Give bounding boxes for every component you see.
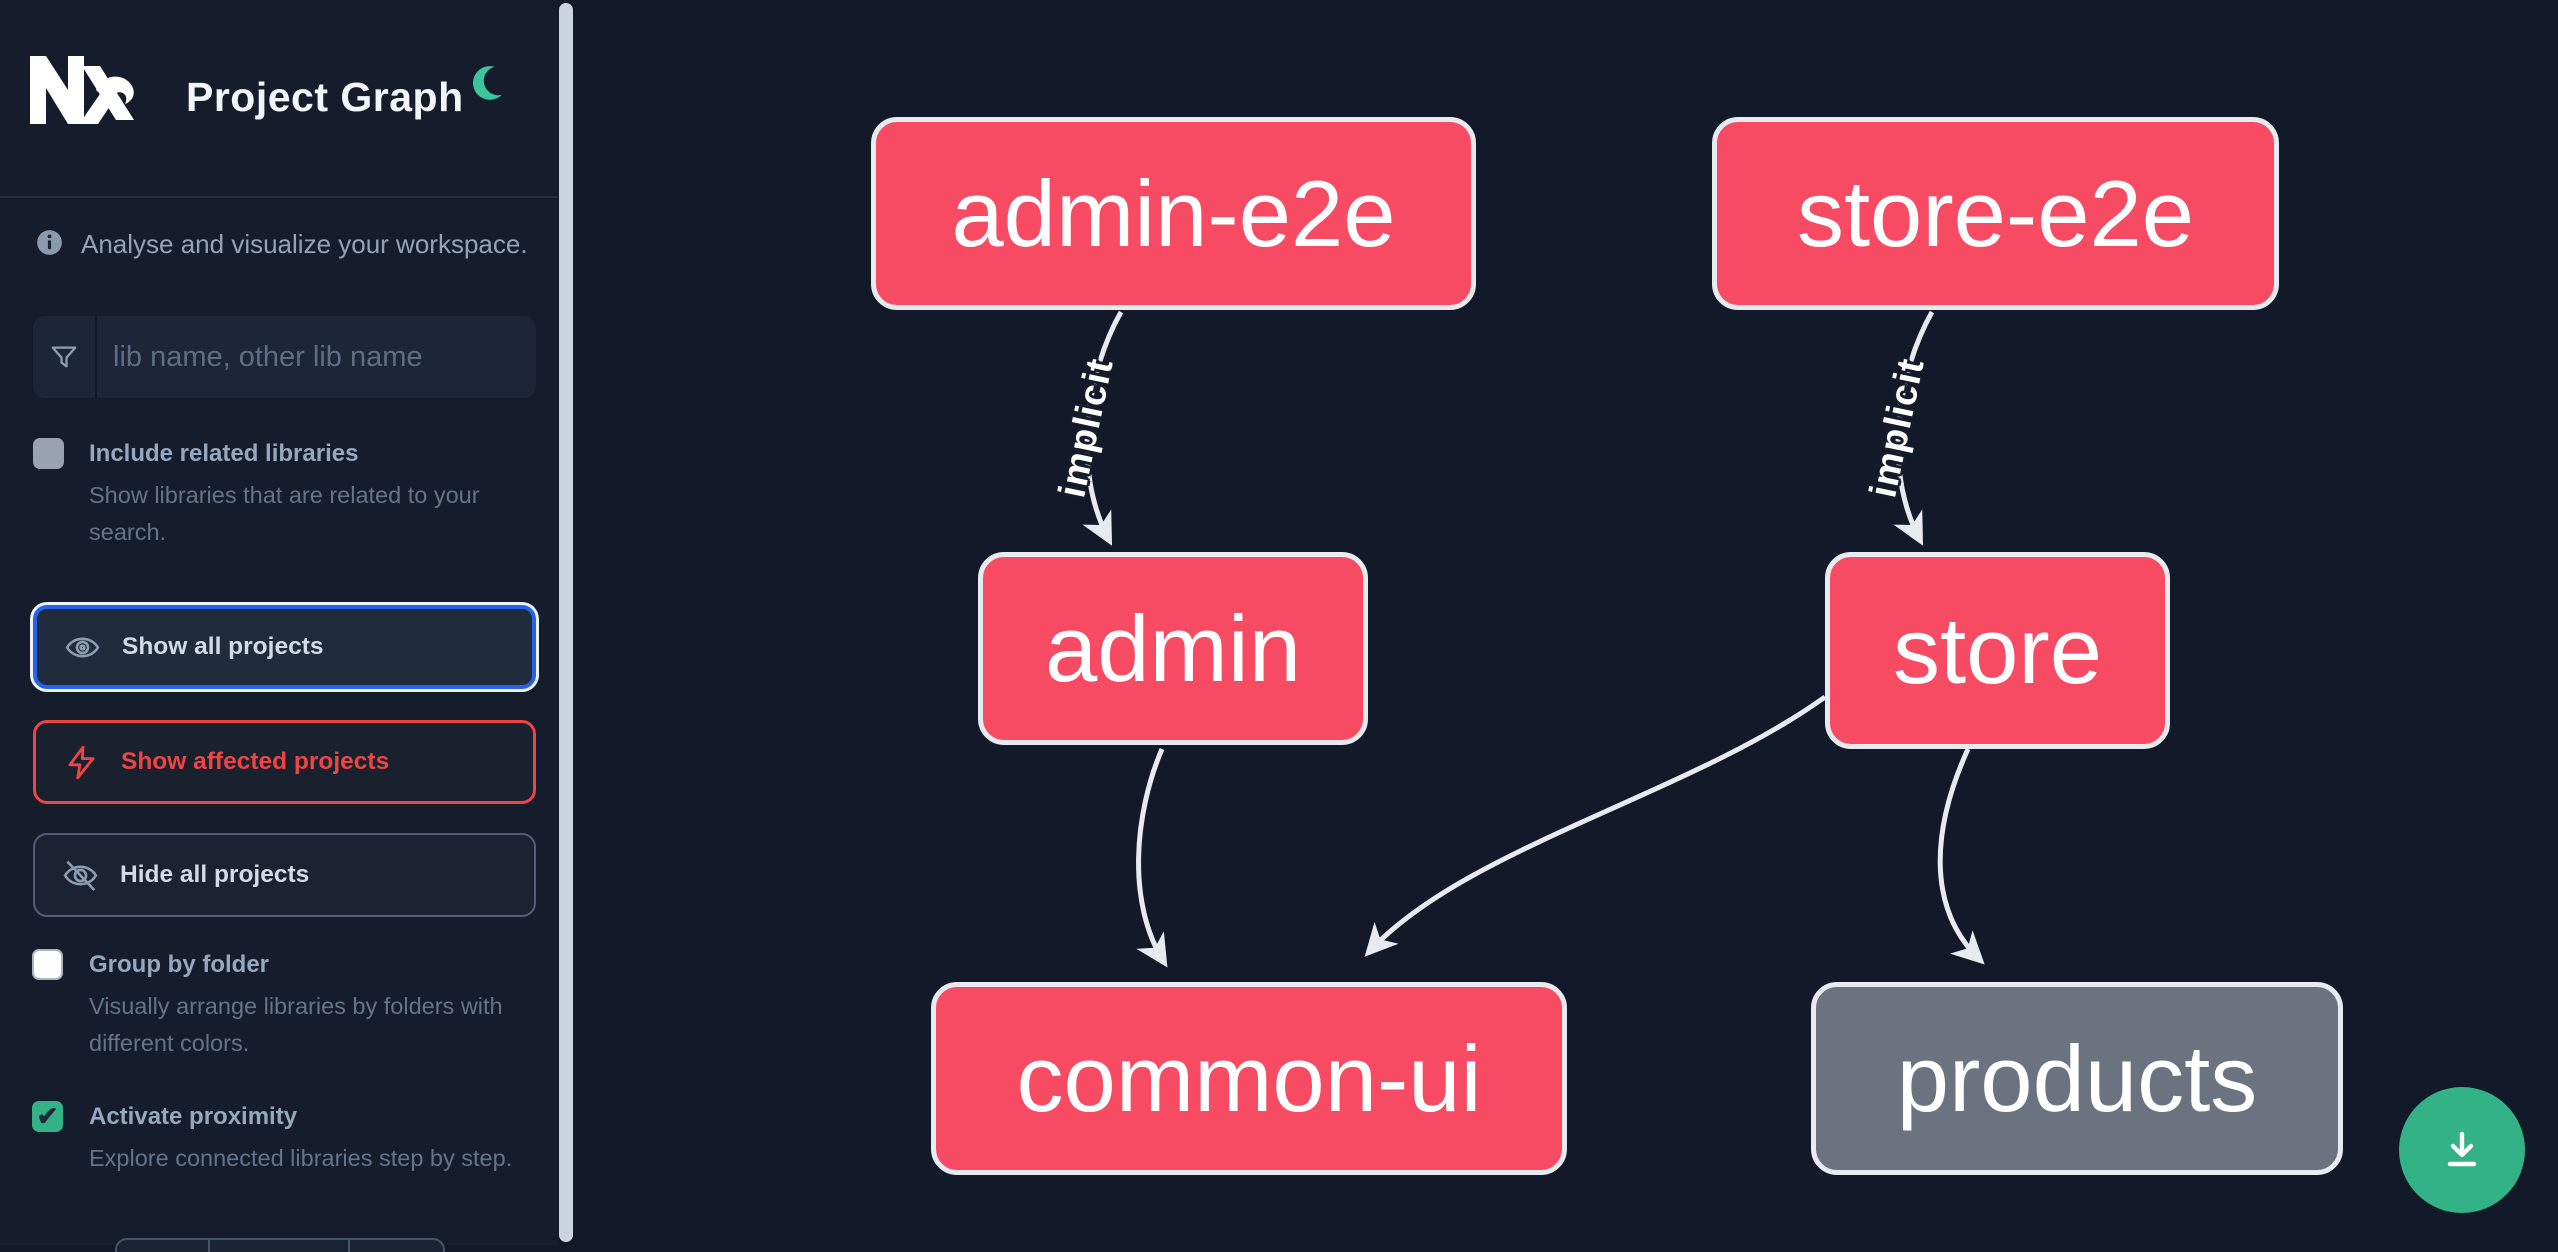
download-icon bbox=[2447, 1131, 2477, 1167]
page-title: Project Graph bbox=[186, 74, 464, 120]
sidebar: Project Graph Analyse and visualize your… bbox=[0, 0, 558, 1252]
show-all-projects-button[interactable]: Show all projects bbox=[33, 605, 536, 689]
show-affected-projects-button[interactable]: Show affected projects bbox=[33, 720, 536, 804]
activate-proximity-checkbox[interactable]: ✔ bbox=[32, 1101, 63, 1132]
group-by-folder-checkbox[interactable] bbox=[32, 949, 63, 980]
eye-slash-icon bbox=[63, 860, 98, 891]
nx-logo bbox=[30, 56, 134, 124]
edge-admin-to-common-ui bbox=[1136, 748, 1168, 968]
proximity-depth-stepper[interactable] bbox=[115, 1238, 445, 1252]
theme-toggle-button[interactable] bbox=[466, 62, 510, 106]
info-icon bbox=[37, 230, 62, 255]
sidebar-header: Project Graph bbox=[0, 0, 558, 198]
edge-store-e2e-to-store bbox=[1893, 310, 1935, 546]
search-box bbox=[33, 316, 536, 398]
hide-all-projects-button[interactable]: Hide all projects bbox=[33, 833, 536, 917]
activate-proximity-description: Explore connected libraries step by step… bbox=[89, 1145, 513, 1171]
stepper-decrement[interactable] bbox=[117, 1240, 210, 1252]
graph-edges bbox=[1082, 310, 1985, 968]
edge-admin-e2e-to-admin bbox=[1082, 310, 1124, 546]
filter-icon-box bbox=[33, 316, 97, 398]
include-related-label: Include related libraries bbox=[89, 440, 359, 467]
show-affected-projects-label: Show affected projects bbox=[121, 748, 390, 775]
activate-proximity-label: Activate proximity bbox=[89, 1103, 298, 1130]
hide-all-projects-label: Hide all projects bbox=[120, 861, 310, 888]
bolt-icon bbox=[68, 745, 95, 779]
graph-node-common-ui[interactable]: common-ui bbox=[931, 982, 1567, 1175]
moon-icon bbox=[473, 65, 502, 100]
graph-node-products[interactable]: products bbox=[1811, 982, 2343, 1175]
workspace-info: Analyse and visualize your workspace. bbox=[36, 229, 528, 259]
edge-store-to-common-ui bbox=[1364, 694, 1827, 957]
group-by-folder-description: Visually arrange libraries by folders wi… bbox=[89, 993, 503, 1056]
graph-node-admin-e2e[interactable]: admin-e2e bbox=[871, 117, 1476, 310]
filter-funnel-icon bbox=[51, 346, 77, 368]
graph-canvas[interactable]: admin-e2e store-e2e admin store common-ui pro… bbox=[574, 0, 2558, 1245]
group-by-folder-label: Group by folder bbox=[89, 951, 269, 978]
edge-store-to-products bbox=[1937, 747, 1985, 965]
eye-icon bbox=[65, 637, 100, 657]
include-related-description: Show libraries that are related to your … bbox=[89, 482, 480, 545]
sidebar-scrollbar[interactable] bbox=[559, 3, 573, 1242]
stepper-value bbox=[210, 1240, 350, 1252]
info-text: Analyse and visualize your workspace. bbox=[81, 229, 528, 259]
include-related-checkbox[interactable] bbox=[33, 438, 64, 469]
graph-node-store-e2e[interactable]: store-e2e bbox=[1712, 117, 2279, 310]
show-all-projects-label: Show all projects bbox=[122, 633, 324, 660]
download-graph-button[interactable] bbox=[2399, 1087, 2525, 1213]
graph-node-store[interactable]: store bbox=[1825, 552, 2170, 749]
search-input[interactable] bbox=[97, 316, 536, 398]
graph-node-admin[interactable]: admin bbox=[978, 552, 1368, 745]
